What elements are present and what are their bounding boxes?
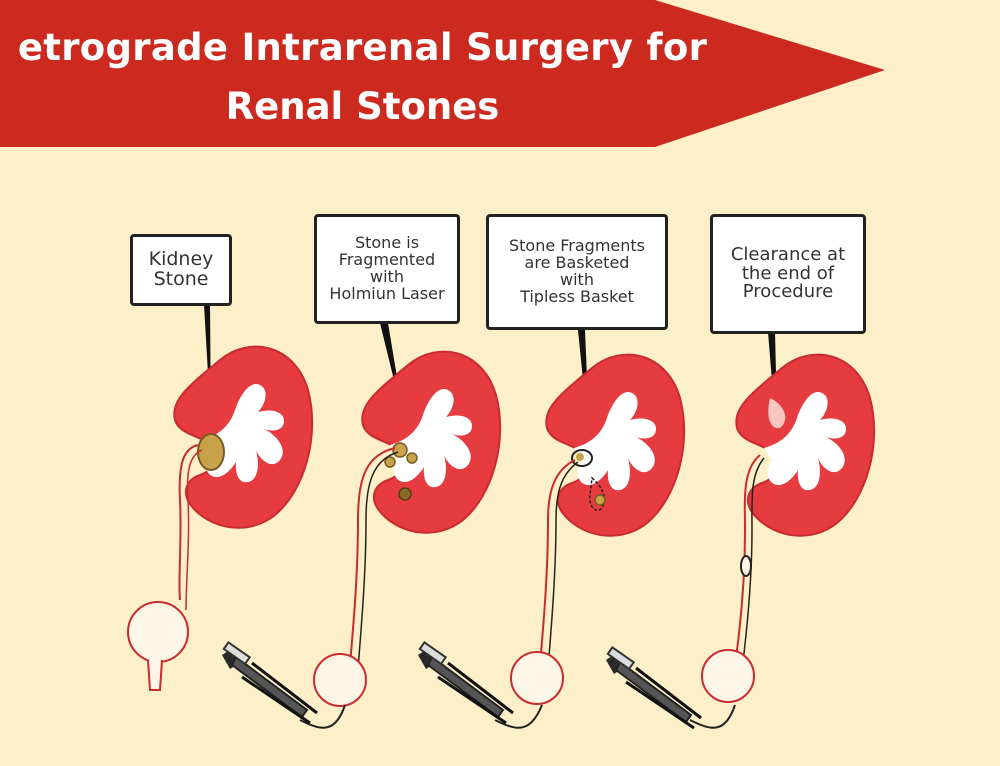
stage-3-illustration — [416, 330, 686, 729]
bladder — [127, 601, 189, 663]
callout-laser-fragmentation: Stone is Fragmented with Holmiun Laser — [314, 214, 460, 324]
stage-4-illustration — [604, 332, 876, 730]
stone-fragment — [594, 494, 606, 506]
stage-2-illustration — [220, 323, 502, 729]
bladder — [313, 653, 367, 707]
title-line-1: etrograde Intrarenal Surgery for — [17, 26, 708, 69]
callout-label: Kidney Stone — [148, 248, 214, 290]
tipless-basket — [571, 449, 593, 467]
ureteral-sheath — [740, 555, 752, 577]
callout-label: Clearance at the end of Procedure — [730, 243, 846, 303]
title-banner: etrograde Intrarenal Surgery for Renal S… — [0, 0, 1000, 150]
kidney-stone — [197, 433, 225, 471]
stage-1-illustration — [127, 305, 314, 691]
stone-fragment — [384, 456, 396, 468]
bladder — [701, 649, 755, 703]
stone-fragment — [406, 452, 418, 464]
stone-fragment — [398, 487, 412, 501]
bladder — [510, 651, 564, 705]
title-line-2: Renal Stones — [225, 85, 500, 128]
callout-label: Stone is Fragmented with Holmiun Laser — [329, 233, 445, 303]
callout-basketing: Stone Fragments are Basketed with Tiples… — [486, 214, 668, 330]
callout-clearance: Clearance at the end of Procedure — [710, 214, 866, 334]
stone-fragment — [392, 442, 408, 458]
callout-label: Stone Fragments are Basketed with Tiples… — [508, 236, 646, 306]
callout-kidney-stone: Kidney Stone — [130, 234, 232, 306]
